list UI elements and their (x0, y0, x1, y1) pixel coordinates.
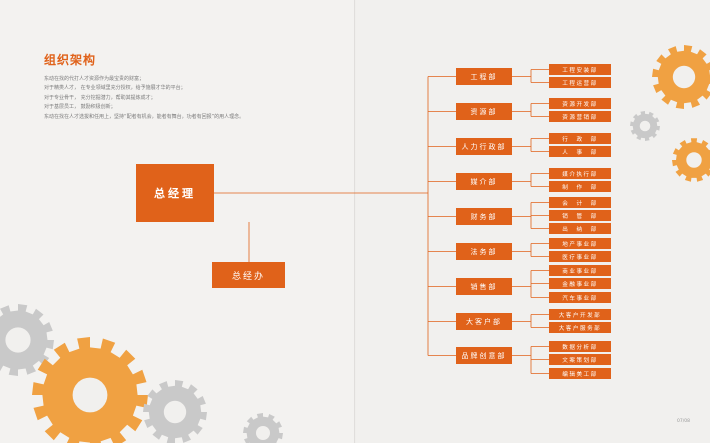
description-text: 东动在找的代打人才资源作为最宝贵的财富； 对于精类人才， 在专业领域里充分授权，… (44, 75, 344, 122)
sub-department-box: 人 事 部 (549, 146, 611, 157)
department-box: 销售部 (456, 278, 512, 295)
sub-department-box: 出 纳 部 (549, 223, 611, 234)
sub-department-box: 工程运营部 (549, 77, 611, 88)
gear-icon (652, 45, 710, 109)
page-number: 07/08 (677, 419, 690, 424)
sub-department-box: 大客户服务部 (549, 322, 611, 333)
general-office-box: 总经办 (212, 262, 285, 288)
department-box: 工程部 (456, 68, 512, 85)
gear-icon (0, 304, 54, 376)
sub-department-box: 会 计 部 (549, 197, 611, 208)
description-line: 东动在找的代打人才资源作为最宝贵的财富； (44, 76, 145, 82)
sub-department-box: 文案策划部 (549, 354, 611, 365)
sub-department-box: 资源营销部 (549, 111, 611, 122)
description-line: 对于精类人才， 在专业领域里充分授权，给予施展才华的平台； (44, 85, 186, 92)
department-box: 法务部 (456, 243, 512, 260)
sub-department-box: 编辑美工部 (549, 368, 611, 379)
description-line: 东动在找在人才选拔和任用上，坚持“配者有机会，能者有舞台，功者有回报”的用人理念… (44, 113, 245, 120)
department-box: 财务部 (456, 208, 512, 225)
general-manager-box: 总经理 (136, 164, 214, 222)
sub-department-box: 数据分析部 (549, 341, 611, 352)
gear-icon (32, 337, 148, 443)
department-box: 大客户部 (456, 313, 512, 330)
department-box: 人力行政部 (456, 138, 512, 155)
sub-department-box: 地产事业部 (549, 238, 611, 249)
gear-icon (143, 380, 207, 443)
department-box: 媒介部 (456, 173, 512, 190)
description-line: 对于基层员工， 鼓励积极创新； (44, 104, 116, 111)
sub-department-box: 制 作 部 (549, 181, 611, 192)
sub-department-box: 销 管 部 (549, 210, 611, 221)
gear-icon (243, 413, 283, 443)
sub-department-box: 金融事业部 (549, 278, 611, 289)
sub-department-box: 媒介执行部 (549, 168, 611, 179)
sub-department-box: 工程安装部 (549, 64, 611, 75)
right-page (355, 0, 710, 443)
sub-department-box: 资源开发部 (549, 98, 611, 109)
sub-department-box: 商业事业部 (549, 265, 611, 276)
page-title: 组织架构 (44, 53, 97, 67)
gear-icon (672, 138, 710, 182)
department-box: 资源部 (456, 103, 512, 120)
sub-department-box: 大客户开发部 (549, 309, 611, 320)
sub-department-box: 医疗事业部 (549, 251, 611, 262)
page-fold (354, 0, 356, 443)
description-line: 对于专业骨干， 充分挖掘潜力，帮助其提炼成才； (44, 94, 156, 101)
sub-department-box: 行 政 部 (549, 133, 611, 144)
department-box: 品牌创意部 (456, 347, 512, 364)
gear-icon (630, 111, 660, 141)
sub-department-box: 汽车事业部 (549, 292, 611, 303)
